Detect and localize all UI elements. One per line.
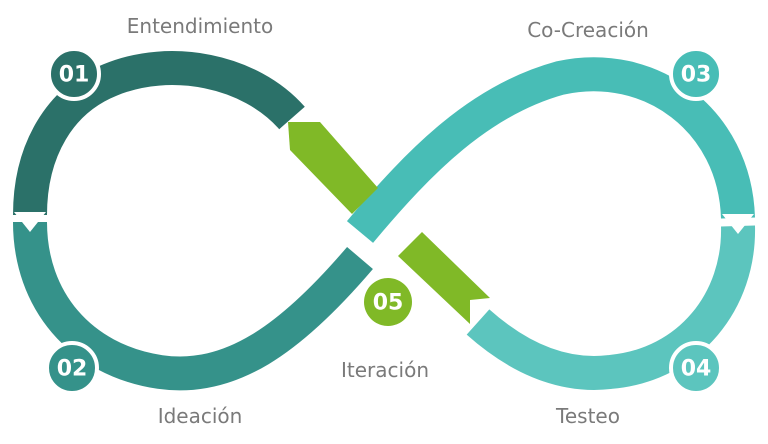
segment-03-arc — [346, 57, 755, 243]
badge-01: 01 — [47, 47, 101, 101]
badge-04: 04 — [669, 341, 723, 395]
label-iteracion: Iteración — [341, 358, 429, 382]
segment-05-arrow-lower — [398, 232, 490, 324]
badge-02: 02 — [45, 341, 99, 395]
label-entendimiento: Entendimiento — [126, 14, 274, 38]
chevron-right — [722, 214, 754, 234]
segment-05-arrow-upper — [288, 122, 378, 214]
label-ideacion: Ideación — [157, 404, 243, 428]
segment-02-arc — [13, 221, 373, 391]
label-co-creacion: Co-Creación — [527, 18, 649, 42]
badge-05-number: 05 — [373, 291, 404, 316]
badge-04-number: 04 — [681, 357, 712, 382]
label-testeo: Testeo — [556, 404, 620, 428]
badge-05: 05 — [364, 278, 412, 326]
badge-03: 03 — [669, 47, 723, 101]
badge-01-number: 01 — [59, 63, 90, 88]
chevron-left — [14, 212, 46, 232]
badge-03-number: 03 — [681, 63, 712, 88]
segment-04-arc — [466, 225, 756, 390]
badge-02-number: 02 — [57, 357, 88, 382]
segment-01-arc — [13, 51, 305, 216]
